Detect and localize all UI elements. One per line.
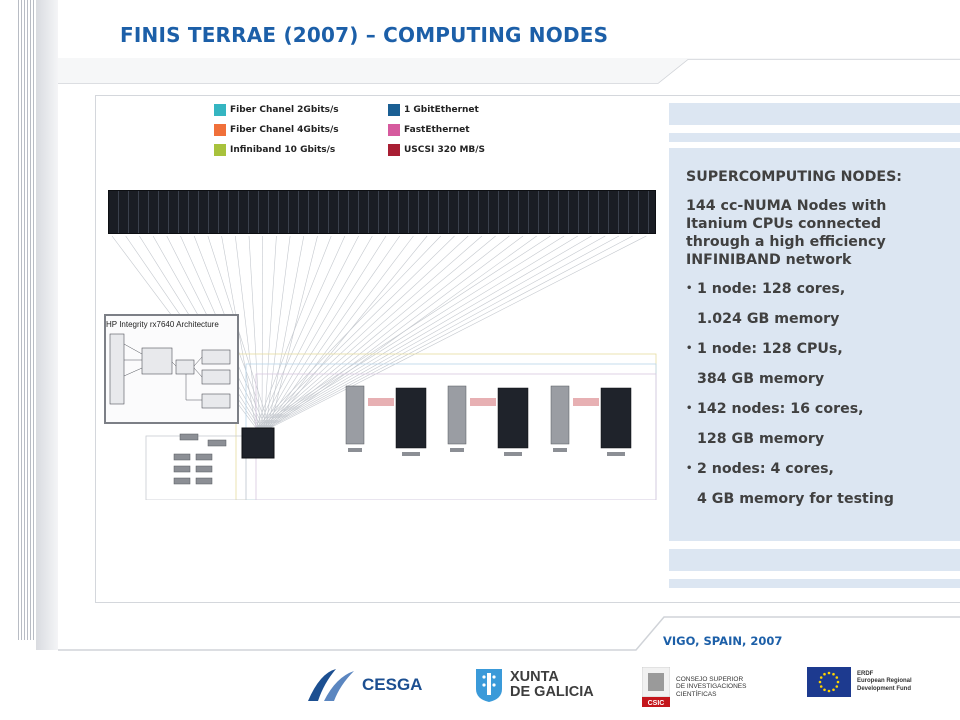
xunta-logo: XUNTA DE GALICIA bbox=[474, 667, 594, 703]
server-rack-row bbox=[108, 190, 656, 234]
eu-flag-icon bbox=[807, 667, 851, 697]
slide-title: FINIS TERRAE (2007) – COMPUTING NODES bbox=[120, 23, 609, 47]
csic-badge-text: CSIC bbox=[648, 700, 665, 707]
csic-logo: CSIC CONSEJO SUPERIOR DE INVESTIGACIONES… bbox=[642, 667, 746, 707]
cesga-swoosh-icon bbox=[308, 669, 354, 701]
panel-intro: 144 cc-NUMA Nodes with Itanium CPUs conn… bbox=[686, 198, 887, 268]
legend-swatch bbox=[388, 144, 400, 156]
legend-swatch bbox=[214, 104, 226, 116]
legend-item: FastEthernet bbox=[388, 124, 548, 136]
bullet-icon: • bbox=[686, 463, 693, 474]
bullet-icon: • bbox=[686, 403, 693, 414]
legend-item: Fiber Chanel 4Gbits/s bbox=[214, 124, 374, 136]
legend-item: Infiniband 10 Gbits/s bbox=[214, 144, 374, 156]
legend-swatch bbox=[388, 104, 400, 116]
architecture-title: HP Integrity rx7640 Architecture bbox=[106, 320, 219, 329]
footer-band bbox=[58, 616, 960, 651]
left-stripe bbox=[18, 0, 36, 640]
legend-item: Fiber Chanel 2Gbits/s bbox=[214, 104, 374, 116]
legend-item: 1 GbitEthernet bbox=[388, 104, 548, 116]
left-stripe-shadow bbox=[36, 0, 58, 650]
legend-swatch bbox=[214, 124, 226, 136]
legend-item: USCSI 320 MB/S bbox=[388, 144, 548, 156]
bullet-item: •1 node: 128 CPUs, 384 GB memory bbox=[686, 341, 843, 387]
info-panel: SUPERCOMPUTING NODES: 144 cc-NUMA Nodes … bbox=[669, 148, 960, 541]
network-diagram: Fiber Chanel 2Gbits/s Fiber Chanel 4Gbit… bbox=[96, 96, 658, 500]
panel-strip-top bbox=[669, 103, 960, 125]
bullet-item: •1 node: 128 cores, 1.024 GB memory bbox=[686, 281, 846, 327]
footer-caption: VIGO, SPAIN, 2007 bbox=[663, 634, 783, 648]
bullet-item: •2 nodes: 4 cores, 4 GB memory for testi… bbox=[686, 461, 894, 507]
panel-strip-bottom-thin bbox=[669, 579, 960, 588]
legend-swatch bbox=[214, 144, 226, 156]
node-switch bbox=[241, 427, 275, 459]
erdf-logo: ERDF European Regional Development Fund bbox=[807, 667, 912, 697]
legend-swatch bbox=[388, 124, 400, 136]
diagram-links bbox=[111, 235, 657, 500]
panel-heading: SUPERCOMPUTING NODES: bbox=[686, 169, 902, 185]
architecture-schematic bbox=[109, 333, 231, 409]
xunta-emblem-icon bbox=[476, 669, 502, 702]
bullet-icon: • bbox=[686, 283, 693, 294]
csic-emblem-icon: CSIC bbox=[642, 667, 670, 707]
panel-strip-top-thin bbox=[669, 133, 960, 142]
cesga-logo: CESGA bbox=[306, 667, 422, 703]
bullet-item: •142 nodes: 16 cores, 128 GB memory bbox=[686, 401, 864, 447]
panel-strip-bottom bbox=[669, 549, 960, 571]
bullet-icon: • bbox=[686, 343, 693, 354]
header-band bbox=[58, 58, 960, 84]
architecture-box bbox=[104, 314, 239, 424]
